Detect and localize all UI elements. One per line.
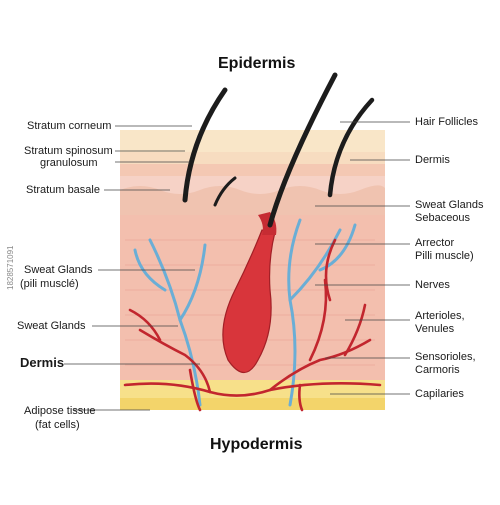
label-arrector-sub: Pilli muscle) [415, 250, 474, 262]
label-sensorioles: Sensorioles, [415, 351, 476, 363]
label-dermis-left: Dermis [20, 355, 65, 370]
watermark-id: 1828571091 [6, 245, 15, 291]
label-sweat-glands-1-sub: (pili musclé) [20, 278, 79, 290]
hair-shaft-left [182, 87, 228, 203]
arteries [123, 238, 382, 412]
label-arrector: Arrector [415, 237, 455, 249]
label-stratum-corneum: Stratum corneum [27, 120, 112, 132]
adipose-layer-bottom [120, 398, 385, 410]
label-sweat-glands-1: Sweat Glands [24, 264, 93, 276]
label-venules: Venules [415, 323, 455, 335]
hair-follicle-bulb [222, 229, 276, 374]
hair-shaft-main [267, 72, 338, 228]
label-stratum-basale: Stratum basale [26, 184, 100, 196]
hypodermis-title: Hypodermis [210, 436, 303, 453]
label-adipose-sub: (fat cells) [35, 419, 80, 431]
pointer-lines [64, 121, 410, 411]
epidermis-title: Epidermis [218, 55, 296, 72]
label-sweat-glands-right: Sweat Glands [415, 199, 484, 211]
epidermis-wave [120, 185, 385, 215]
label-hair-follicles: Hair Follicles [415, 116, 478, 128]
label-adipose: Adipose tissue [24, 405, 96, 417]
hair-shaft-small [213, 176, 237, 207]
label-carmoris: Carmoris [415, 364, 460, 376]
label-granulosum: granulosum [40, 157, 98, 169]
label-arterioles: Arterioles, [415, 310, 465, 322]
label-nerves: Nerves [415, 279, 450, 291]
stratum-corneum-band [120, 130, 385, 152]
stratum-spinosum-band [120, 152, 385, 164]
stratum-basale-band [120, 164, 385, 176]
label-capilaries: Capilaries [415, 388, 464, 400]
label-sebaceous: Sebaceous [415, 212, 471, 224]
label-dermis-right: Dermis [415, 154, 450, 166]
hair-shaft-right [327, 97, 375, 198]
label-stratum-spinosum: Stratum spinosum [24, 145, 113, 157]
label-sweat-glands-2: Sweat Glands [17, 320, 86, 332]
